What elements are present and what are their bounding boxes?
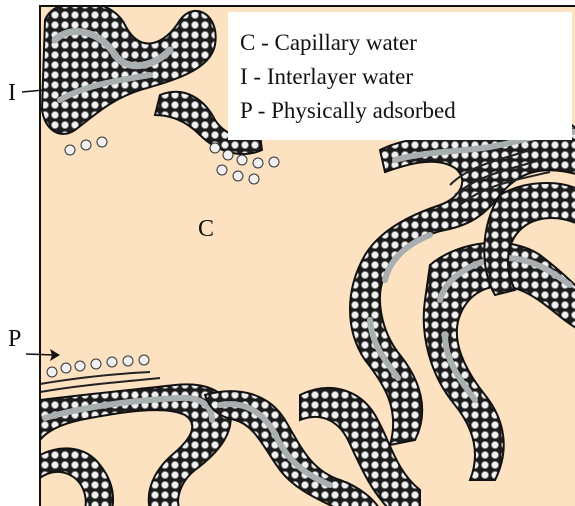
- adsorbed-molecule: [81, 140, 91, 150]
- adsorbed-molecule: [97, 137, 107, 147]
- adsorbed-molecule: [123, 356, 133, 366]
- legend-box: C - Capillary water I - Interlayer water…: [228, 12, 572, 140]
- adsorbed-molecule: [139, 355, 149, 365]
- adsorbed-molecule: [269, 157, 279, 167]
- legend-item-interlayer: I - Interlayer water: [240, 64, 413, 89]
- adsorbed-molecule: [61, 363, 71, 373]
- adsorbed-pointer-line: [26, 354, 55, 355]
- label-capillary: C: [198, 216, 214, 242]
- legend-item-capillary: C - Capillary water: [240, 30, 417, 55]
- adsorbed-molecule: [65, 145, 75, 155]
- adsorbed-molecule: [237, 155, 247, 165]
- label-physically-adsorbed: P: [8, 326, 21, 352]
- adsorbed-molecule: [233, 171, 243, 181]
- adsorbed-molecule: [75, 361, 85, 371]
- adsorbed-molecule: [249, 174, 259, 184]
- adsorbed-molecule: [91, 359, 101, 369]
- panel-top-border: [39, 5, 575, 7]
- panel-left-border: [39, 6, 41, 506]
- legend-item-adsorbed: P - Physically adsorbed: [240, 98, 456, 123]
- adsorbed-molecule: [223, 150, 233, 160]
- adsorbed-molecule: [210, 143, 220, 153]
- adsorbed-molecule: [107, 357, 117, 367]
- adsorbed-molecule: [253, 158, 263, 168]
- label-interlayer: I: [8, 80, 16, 106]
- adsorbed-molecule: [47, 367, 57, 377]
- adsorbed-molecule: [217, 165, 227, 175]
